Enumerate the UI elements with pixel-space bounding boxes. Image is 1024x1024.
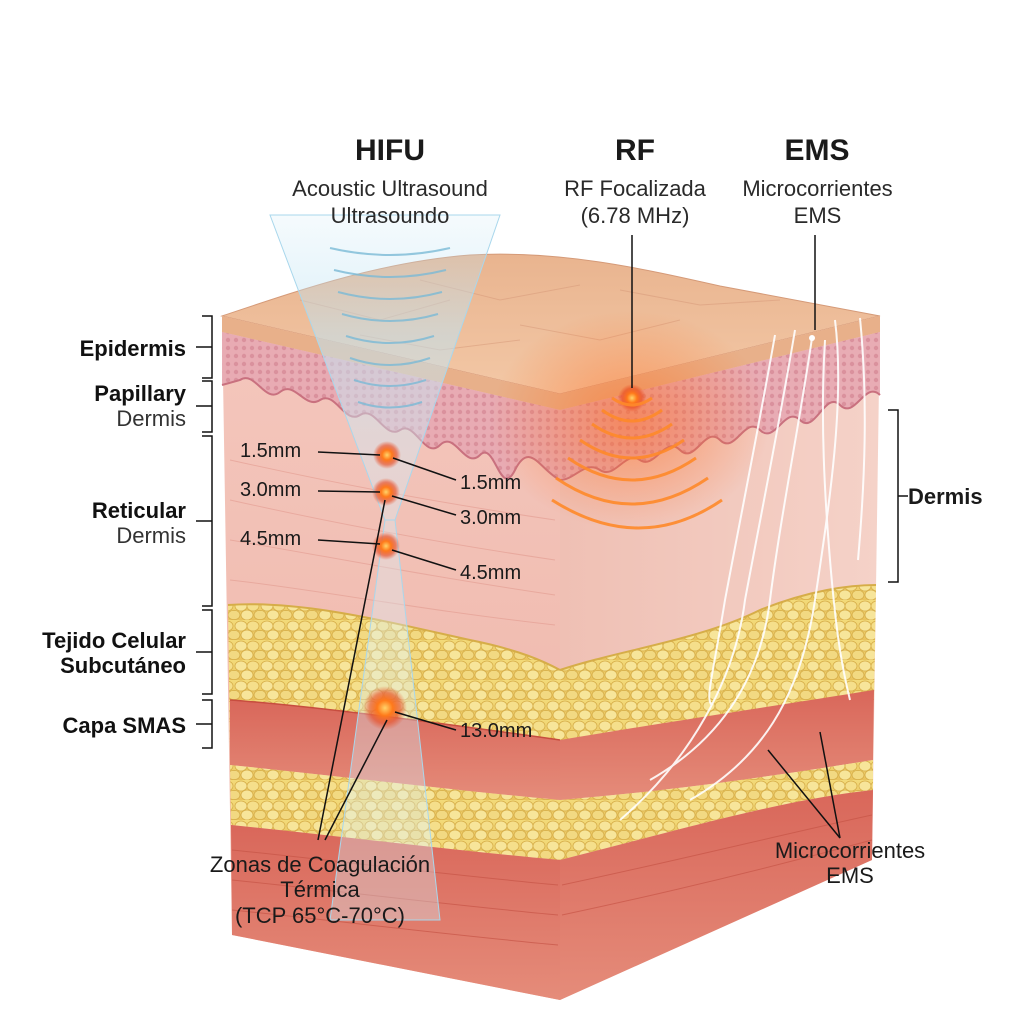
layer-label-reticular-dermis: Reticular Dermis [20, 498, 186, 549]
rf-subtitle-2: (6.78 MHz) [580, 203, 690, 228]
coagulation-line3: (TCP 65°C-70°C) [234, 902, 405, 928]
ems-subtitle-2: EMS [793, 203, 842, 228]
layer-label-epidermis: Epidermis [20, 336, 186, 361]
depth-left-2: 3.0mm [240, 479, 302, 501]
layer-label-line2: Dermis [116, 406, 186, 432]
ems-title: EMS [784, 134, 850, 167]
layer-label-smas: Capa SMAS [20, 713, 186, 738]
layer-label-line1: Reticular [91, 498, 186, 523]
ems-bottom-caption: Microcorrientes EMS [750, 838, 950, 889]
layer-label-subcutaneous: Tejido Celular Subcutáneo [10, 628, 186, 679]
hifu-subtitle-1: Acoustic Ultrasound [292, 176, 488, 201]
depth-right-3: 4.5mm [460, 562, 522, 584]
right-dermis-label: Dermis [908, 484, 983, 509]
layer-label-line1: Tejido Celular [42, 628, 186, 653]
coagulation-line2: Térmica [280, 877, 360, 903]
hifu-title: HIFU [355, 134, 425, 167]
layer-label-line2: Dermis [116, 523, 186, 549]
coagulation-line1: Zonas de Coagulación [209, 852, 431, 877]
ems-subtitle-1: Microcorrientes [742, 176, 893, 201]
depth-left-3: 4.5mm [240, 528, 302, 550]
layer-label-papillary-dermis: Papillary Dermis [20, 381, 186, 432]
layer-label-line1: Capa SMAS [62, 713, 186, 738]
ems-bottom-line2: EMS [826, 863, 874, 889]
layer-label-line1: Epidermis [79, 336, 186, 361]
layer-label-line2: Subcutáneo [60, 653, 186, 679]
rf-subtitle-1: RF Focalizada [564, 176, 706, 201]
depth-right-2: 3.0mm [460, 507, 522, 529]
layer-label-line1: Papillary [94, 381, 186, 406]
ems-bottom-line1: Microcorrientes [774, 838, 926, 863]
depth-right-1: 1.5mm [460, 472, 522, 494]
coagulation-caption: Zonas de Coagulación Térmica (TCP 65°C-7… [190, 852, 450, 928]
depth-right-4: 13.0mm [460, 720, 533, 742]
rf-title: RF [615, 134, 655, 167]
hifu-subtitle-2: Ultrasoundo [330, 203, 450, 228]
depth-left-1: 1.5mm [240, 440, 302, 462]
